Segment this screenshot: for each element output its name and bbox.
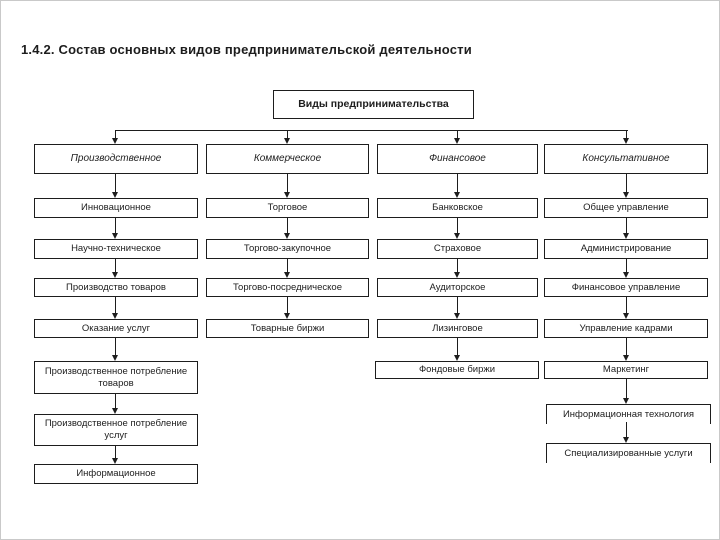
node-fondovye-birzhi: Фондовые биржи xyxy=(375,361,539,379)
arrow-down-icon xyxy=(110,446,119,464)
arrow-down-icon xyxy=(282,259,291,278)
node-nauchno-tekhnicheskoe: Научно-техническое xyxy=(34,239,198,259)
node-torgovo-zakupochnoe: Торгово-закупочное xyxy=(206,239,369,259)
arrow-down-icon xyxy=(110,297,119,319)
arrow-down-icon xyxy=(110,174,119,198)
arrow-down-icon xyxy=(282,130,291,144)
arrow-down-icon xyxy=(110,259,119,278)
arrow-down-icon xyxy=(452,174,461,198)
node-informatsionnoe: Информационное xyxy=(34,464,198,484)
node-innovatsionnoe: Инновационное xyxy=(34,198,198,218)
node-kommercheskoe: Коммерческое xyxy=(206,144,369,174)
node-proizv-potreblenie-tovarov: Производственное потребление товаров xyxy=(34,361,198,394)
node-tovarnye-birzhi: Товарные биржи xyxy=(206,319,369,338)
arrow-down-icon xyxy=(452,297,461,319)
arrow-down-icon xyxy=(110,218,119,239)
node-auditorskoe: Аудиторское xyxy=(377,278,538,297)
arrow-down-icon xyxy=(282,174,291,198)
page-title: 1.4.2. Состав основных видов предпринима… xyxy=(21,42,472,57)
arrow-down-icon xyxy=(282,218,291,239)
arrow-down-icon xyxy=(621,297,630,319)
node-marketing: Маркетинг xyxy=(544,361,708,379)
arrow-down-icon xyxy=(621,422,630,443)
node-spetsializirovannye-uslugi: Специализированные услуги xyxy=(546,443,711,463)
arrow-down-icon xyxy=(282,297,291,319)
node-proizv-potreblenie-uslug: Производственное потребление услуг xyxy=(34,414,198,446)
arrow-down-icon xyxy=(452,259,461,278)
node-strakhovoe: Страховое xyxy=(377,239,538,259)
arrow-down-icon xyxy=(110,338,119,361)
node-obshchee-upravlenie: Общее управление xyxy=(544,198,708,218)
node-torgovoe: Торговое xyxy=(206,198,369,218)
node-proizvodstvennoe: Производственное xyxy=(34,144,198,174)
arrow-down-icon xyxy=(621,338,630,361)
node-upravlenie-kadrami: Управление кадрами xyxy=(544,319,708,338)
node-bankovskoe: Банковское xyxy=(377,198,538,218)
node-lizingovoe: Лизинговое xyxy=(377,319,538,338)
arrow-down-icon xyxy=(452,338,461,361)
arrow-down-icon xyxy=(621,259,630,278)
arrow-down-icon xyxy=(110,394,119,414)
node-okazanie-uslug: Оказание услуг xyxy=(34,319,198,338)
arrow-down-icon xyxy=(452,130,461,144)
arrow-down-icon xyxy=(621,379,630,404)
arrow-down-icon xyxy=(621,218,630,239)
connector-line xyxy=(115,130,628,132)
arrow-down-icon xyxy=(110,130,119,144)
node-finansovoe: Финансовое xyxy=(377,144,538,174)
node-vidy-predprinimatelstva: Виды предпринимательства xyxy=(273,90,474,119)
node-informatsionnaya-tekhnologiya: Информационная технология xyxy=(546,404,711,424)
arrow-down-icon xyxy=(621,130,630,144)
node-administrirovanie: Администрирование xyxy=(544,239,708,259)
arrow-down-icon xyxy=(452,218,461,239)
arrow-down-icon xyxy=(621,174,630,198)
node-proizvodstvo-tovarov: Производство товаров xyxy=(34,278,198,297)
node-finansovoe-upravlenie: Финансовое управление xyxy=(544,278,708,297)
node-konsultativnoe: Консультативное xyxy=(544,144,708,174)
node-torgovo-posrednicheskoe: Торгово-посредническое xyxy=(206,278,369,297)
